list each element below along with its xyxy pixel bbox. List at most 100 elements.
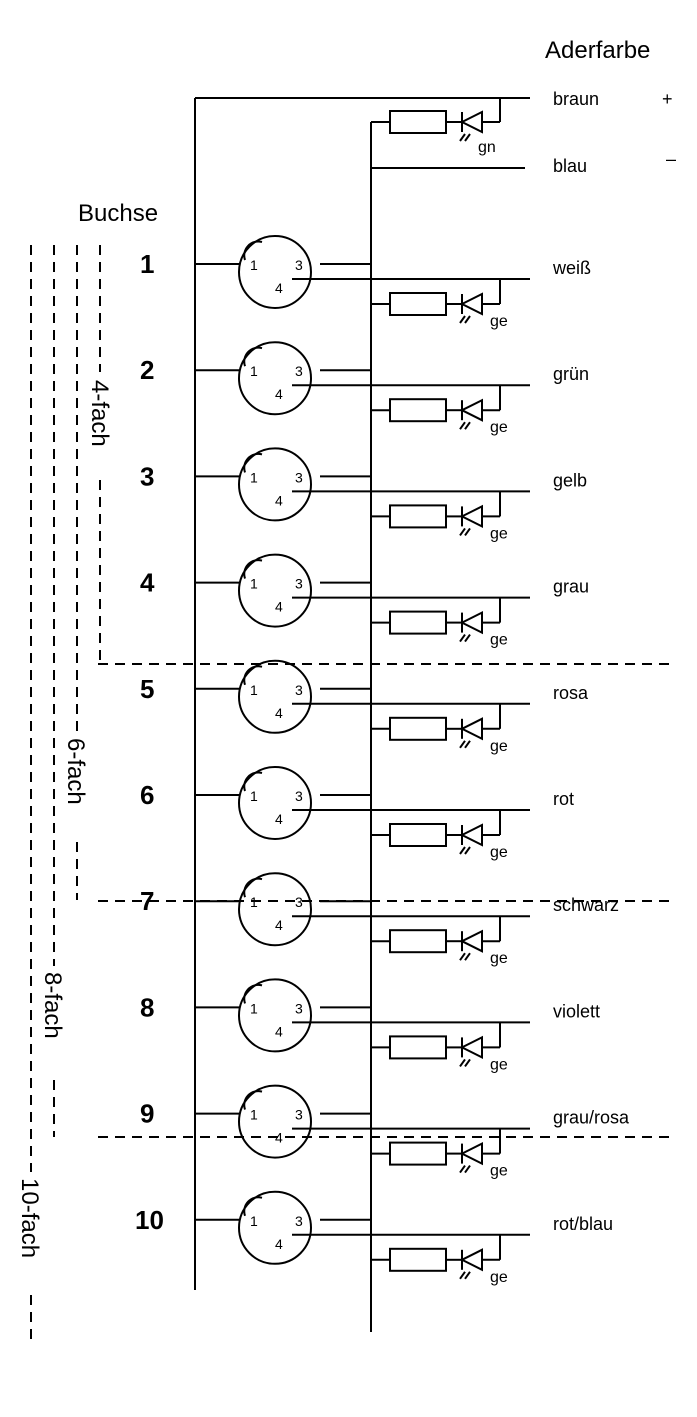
led-color-label: ge [490,313,508,330]
resistor-icon [389,610,447,635]
variant-label-10-fach: 10-fach [16,1178,43,1258]
pin-label-4: 4 [275,386,283,402]
pin-label-1: 1 [250,682,258,698]
resistor-icon [389,823,447,847]
led-color-label: ge [490,632,508,649]
m8-socket-icon: 1 34 [238,872,312,947]
led-color-label: ge [490,738,508,755]
led-icon [459,504,483,536]
socket-number: 6 [140,780,154,810]
socket-number: 2 [140,355,154,385]
pin-label-1: 1 [250,469,258,485]
led-color-label: ge [490,525,508,542]
led-color-label: ge [490,1056,508,1073]
led-icon [459,1035,483,1067]
variant-label-6-fach: 6-fach [62,738,89,805]
supply-wire-minus-label: blau [553,156,587,176]
pin-label-1: 1 [250,363,258,379]
led-color-label: ge [490,844,508,861]
m8-socket-icon: 1 34 [238,447,312,522]
resistor-icon [389,1035,447,1060]
pin-label-4: 4 [275,492,283,508]
resistor-icon [389,292,447,316]
supply-minus-sign: – [666,149,676,169]
m8-socket-icon: 1 34 [238,341,312,416]
wire-color-label: weiß [552,258,591,278]
socket-number: 10 [135,1205,164,1235]
socket-number: 4 [140,568,155,598]
pin-label-3: 3 [295,894,303,910]
power-led-label: gn [478,139,496,156]
led-icon [459,1141,483,1174]
pin-label-4: 4 [275,599,283,615]
pin-label-3: 3 [295,788,303,804]
supply-plus-sign: + [662,89,673,109]
led-icon [459,110,483,142]
resistor-icon [389,716,447,741]
socket-number: 7 [140,886,154,916]
socket-number: 9 [140,1099,154,1129]
socket-number: 1 [140,249,154,279]
pin-label-3: 3 [295,257,303,273]
m8-socket-icon: 1 34 [238,1084,312,1159]
led-icon [459,292,483,324]
pin-label-4: 4 [275,280,283,296]
led-color-label: ge [490,1163,508,1180]
wire-color-label: rot/blau [553,1214,613,1234]
resistor-icon [389,1247,447,1272]
pin-label-4: 4 [275,917,283,933]
pin-label-1: 1 [250,1000,258,1016]
pin-label-3: 3 [295,469,303,485]
led-icon [459,1248,483,1280]
led-icon [459,929,483,961]
socket-number: 8 [140,992,154,1022]
pin-label-3: 3 [295,363,303,379]
led-icon [459,610,483,643]
supply-wire-plus-label: braun [553,89,599,109]
pin-label-1: 1 [250,1107,258,1123]
led-icon [459,823,483,855]
wire-color-label: grau/rosa [553,1108,630,1128]
socket-number: 5 [140,674,154,704]
wire-color-label: gelb [553,470,587,490]
pin-label-1: 1 [250,1213,258,1229]
resistor-icon [389,110,447,134]
pin-label-4: 4 [275,1130,283,1146]
pin-label-1: 1 [250,894,258,910]
power-led-branch [371,98,501,142]
socket-number: 3 [140,461,154,491]
pin-label-3: 3 [295,576,303,592]
variant-label-8-fach: 8-fach [39,972,66,1039]
pin-label-4: 4 [275,1023,283,1039]
resistor-icon [389,929,447,954]
resistor-icon [389,398,447,423]
resistor-icon [389,504,447,529]
led-icon [459,398,483,430]
resistor-icon [389,1141,447,1166]
wire-color-label: rot [553,789,574,809]
led-icon [459,717,483,749]
socket-row: 9 1 34 grau/rosa ge [140,1084,630,1180]
wire-color-label: rosa [553,683,589,703]
pin-label-3: 3 [295,1107,303,1123]
socket-title: Buchse [78,200,158,227]
wire-color-label: violett [553,1001,600,1021]
pin-label-4: 4 [275,811,283,827]
wire-color-label: schwarz [553,895,619,915]
pin-label-4: 4 [275,1236,283,1252]
pin-label-3: 3 [295,682,303,698]
